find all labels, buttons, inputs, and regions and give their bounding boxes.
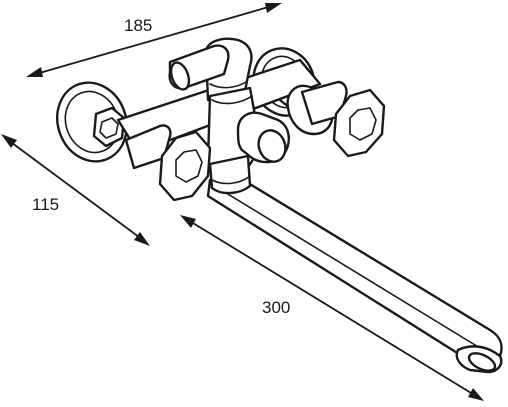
arrowhead-spout-top: [180, 215, 196, 228]
dimension-label-spout: 300: [262, 298, 290, 317]
dimension-line-width: [35, 5, 273, 75]
arrowhead-depth-top: [1, 134, 17, 148]
left-hex-nut: [92, 106, 126, 148]
swivel-spout: [206, 170, 503, 374]
dimension-115: 115: [1, 134, 150, 246]
top-pipe-connector: [168, 37, 253, 102]
arrowhead-width-left: [26, 67, 43, 77]
dimension-185: 185: [26, 3, 282, 77]
dimension-label-width: 185: [124, 16, 152, 35]
diverter-knob: [236, 111, 290, 164]
dimension-line-depth: [7, 139, 144, 241]
arrowhead-spout-bottom: [468, 388, 484, 401]
arrowhead-depth-bottom: [134, 232, 150, 246]
right-valve-handle: [300, 80, 386, 158]
arrowhead-width-right: [265, 3, 282, 13]
dimension-label-depth: 115: [32, 195, 59, 214]
dimension-line-spout: [187, 219, 477, 397]
left-valve-handle: [124, 124, 212, 202]
dimension-300: 300: [180, 215, 484, 401]
